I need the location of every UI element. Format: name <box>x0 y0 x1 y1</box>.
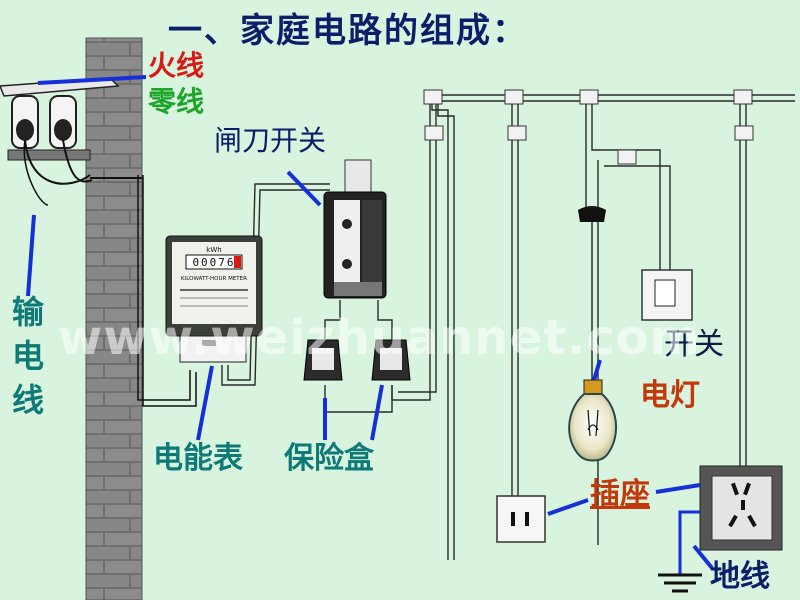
five-hole-socket <box>699 465 783 551</box>
lamp-label: 电灯 <box>640 378 700 413</box>
brick-wall <box>85 37 143 600</box>
watermark: www.weizhuannet.com <box>58 310 701 366</box>
live-wire-label: 火线 <box>148 49 205 82</box>
fuse-boxes <box>303 339 411 381</box>
lamp <box>568 206 618 462</box>
neutral-wire-label: 零线 <box>148 85 205 118</box>
page-title: 一、家庭电路的组成： <box>168 11 528 51</box>
transmission-line-label: 输电线 <box>11 293 44 419</box>
service-wires <box>137 175 197 407</box>
ground-wire-label: 地线 <box>710 559 770 594</box>
meter-unit: kWh <box>206 246 221 254</box>
light-switch <box>641 269 693 321</box>
knife-switch-label: 闸刀开关 <box>214 124 327 157</box>
switch-label: 开关 <box>664 327 724 362</box>
fuse-box-label: 保险盒 <box>284 441 374 476</box>
wire-clamps <box>423 89 754 165</box>
knife-switch <box>323 159 387 299</box>
socket-label: 插座 <box>590 477 650 512</box>
energy-meter-label: 电能表 <box>153 441 243 476</box>
ground-symbol <box>658 510 702 593</box>
energy-meter: kWh 00076 KILOWATT-HOUR METER <box>165 235 263 363</box>
meter-reading: 00076 <box>192 256 235 269</box>
two-hole-socket <box>496 495 546 543</box>
meter-name: KILOWATT-HOUR METER <box>181 276 247 282</box>
pointer-lines <box>26 75 714 570</box>
